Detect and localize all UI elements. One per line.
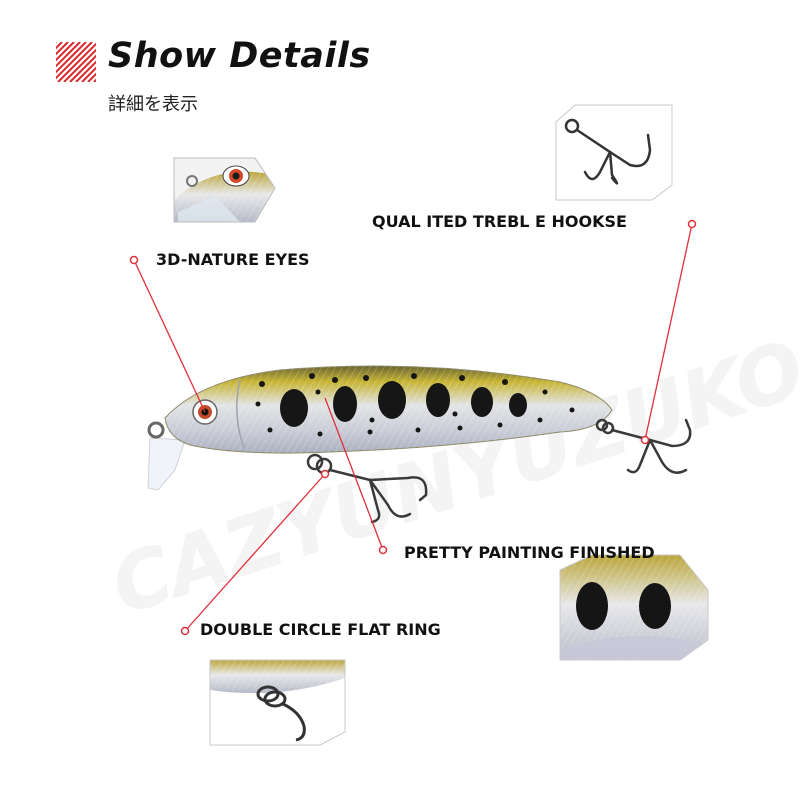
callout-lines: [133, 223, 693, 632]
label-3d-nature-eyes: 3D-NATURE EYES: [156, 250, 310, 269]
label-flat-ring: DOUBLE CIRCLE FLAT RING: [200, 620, 441, 639]
page-subtitle: 詳細を表示: [108, 94, 198, 115]
eye-detail-thumbnail: [173, 157, 276, 223]
hook-detail-thumbnail: [555, 104, 673, 201]
paint-detail-thumbnail: [559, 554, 709, 661]
page-title: Show Details: [108, 36, 371, 76]
ring-detail-thumbnail: [209, 659, 346, 746]
lure-illustration: [147, 365, 692, 524]
label-painting-finished: PRETTY PAINTING FINISHED: [404, 543, 655, 562]
stripe-mark-icon: [56, 42, 96, 82]
label-treble-hooks: QUAL ITED TREBL E HOOKSE: [372, 212, 627, 231]
callout-dots: [129, 219, 697, 636]
